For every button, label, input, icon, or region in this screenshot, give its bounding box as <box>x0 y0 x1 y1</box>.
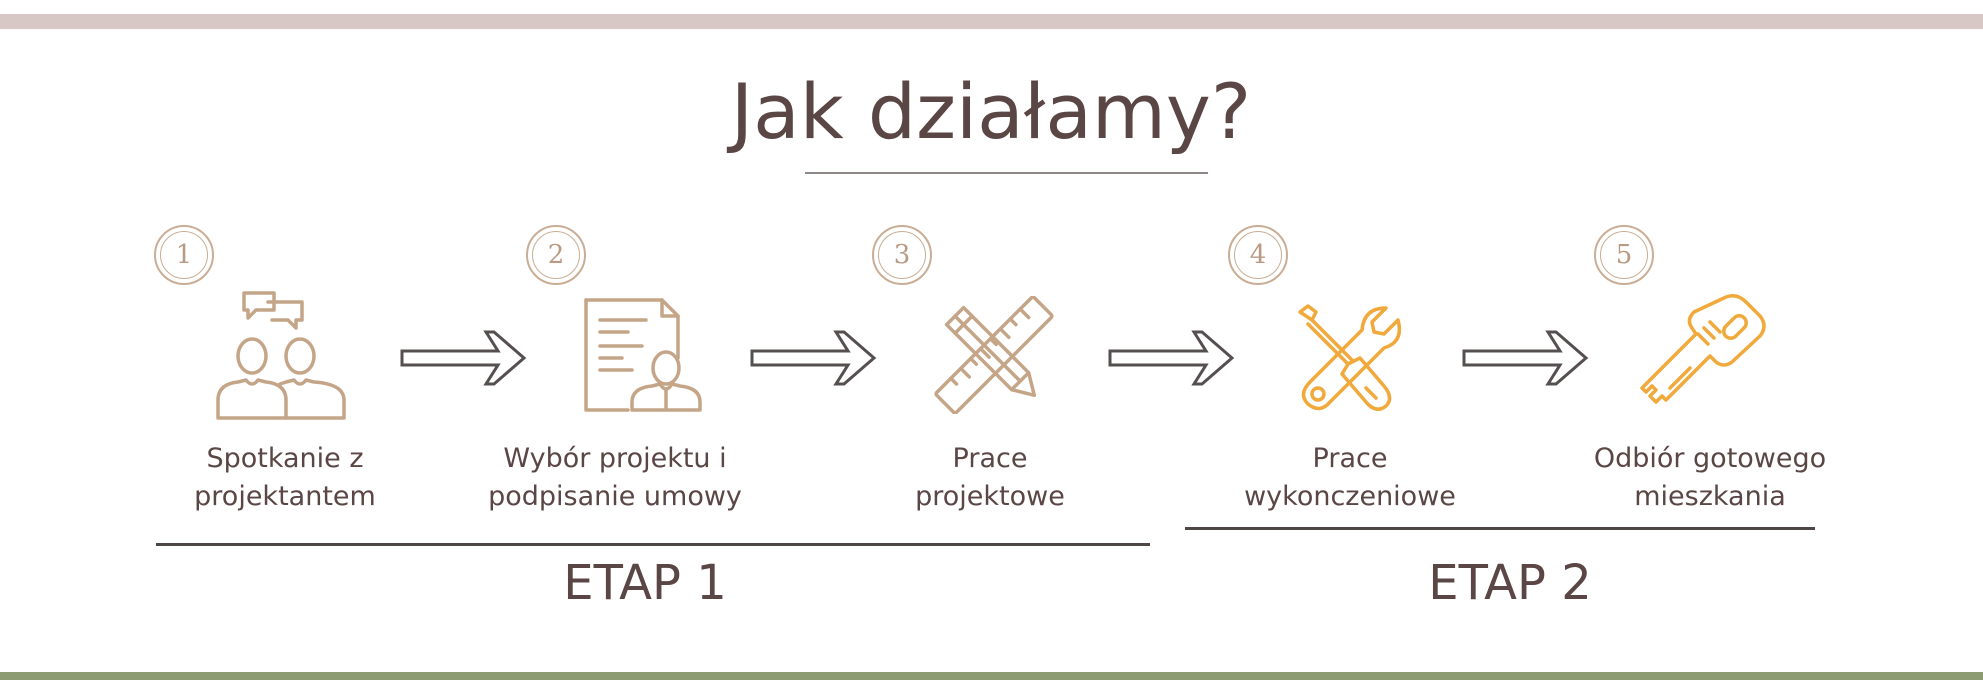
title-underline <box>805 172 1208 174</box>
arrow-right-icon <box>1108 326 1236 390</box>
ruler-pencil-icon <box>932 296 1057 414</box>
stage-2-rule <box>1185 527 1815 530</box>
top-decorative-band <box>0 14 1983 29</box>
wrench-screwdriver-icon <box>1290 302 1406 418</box>
page-title: Jak działamy? <box>730 67 1252 156</box>
arrow-right-icon <box>1462 326 1590 390</box>
step-label-1: Spotkanie z projektantem <box>150 440 420 516</box>
step-label-line: wykonczeniowe <box>1244 481 1456 512</box>
stage-1-rule <box>156 543 1150 546</box>
step-label-5: Odbiór gotowego mieszkania <box>1560 440 1860 516</box>
bottom-decorative-band <box>0 672 1983 680</box>
step-label-line: Prace <box>952 443 1028 474</box>
step-label-3: Prace projektowe <box>860 440 1120 516</box>
step-number-4: 4 <box>1228 225 1288 285</box>
step-label-line: Spotkanie z <box>206 443 364 474</box>
step-label-line: projektowe <box>915 481 1065 512</box>
step-number-3: 3 <box>872 225 932 285</box>
step-label-line: podpisanie umowy <box>488 481 742 512</box>
step-number-2: 2 <box>526 225 586 285</box>
key-icon <box>1640 292 1770 416</box>
step-number-1: 1 <box>154 225 214 285</box>
step-label-line: Prace <box>1312 443 1388 474</box>
step-label-4: Prace wykonczeniowe <box>1210 440 1490 516</box>
step-number-5: 5 <box>1594 225 1654 285</box>
arrow-right-icon <box>400 326 528 390</box>
stage-1-label: ETAP 1 <box>563 555 727 611</box>
step-label-line: projektantem <box>194 481 376 512</box>
meeting-people-icon <box>212 288 352 423</box>
stage-2-label: ETAP 2 <box>1428 555 1592 611</box>
step-label-2: Wybór projektu i podpisanie umowy <box>465 440 765 516</box>
step-label-line: mieszkania <box>1634 481 1786 512</box>
contract-document-icon <box>582 296 704 414</box>
arrow-right-icon <box>750 326 878 390</box>
step-label-line: Odbiór gotowego <box>1593 443 1827 474</box>
step-label-line: Wybór projektu i <box>503 443 727 474</box>
